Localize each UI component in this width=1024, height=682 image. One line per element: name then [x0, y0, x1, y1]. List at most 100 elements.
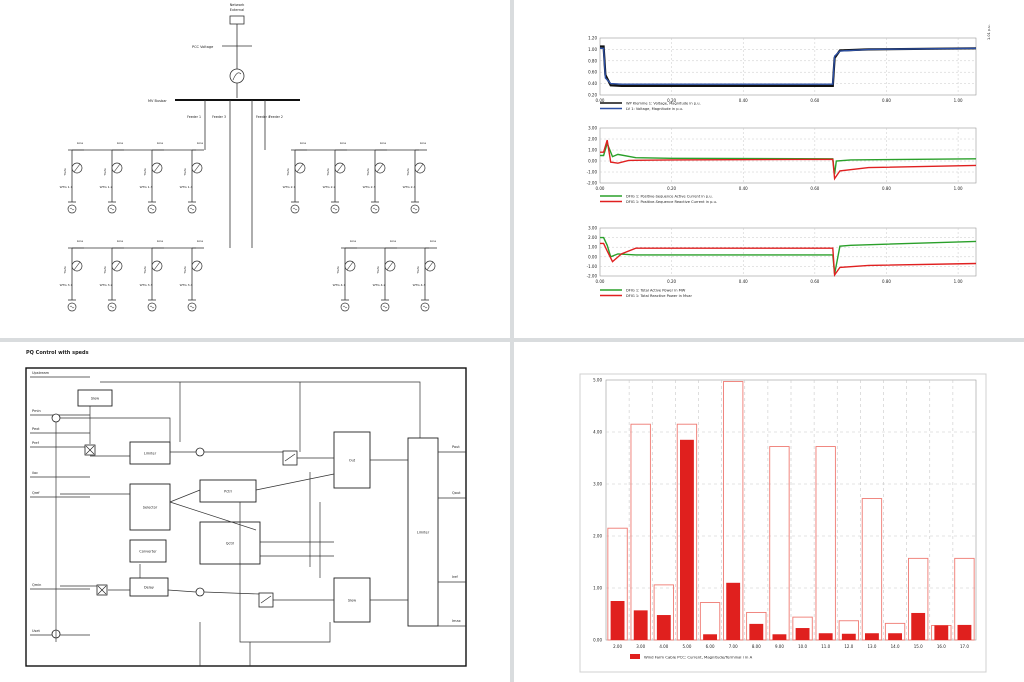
switch-block — [282, 450, 298, 466]
y-tick-label: 1.20 — [588, 36, 597, 41]
input-port-label: Pmin — [32, 409, 41, 413]
x-tick-label: 0.40 — [739, 279, 748, 284]
x-tick-label: 0.20 — [667, 98, 676, 103]
y-tick-label: 1.00 — [588, 245, 597, 250]
y-tick-label: -2.00 — [587, 181, 598, 186]
wtg-label: WTG 2.4 — [403, 185, 416, 189]
wtg-transformer-glyph — [346, 261, 354, 271]
line-label: Line — [197, 239, 203, 243]
control-block — [129, 539, 167, 563]
reactive-power-red-line — [600, 242, 977, 278]
y-tick-label: -2.00 — [587, 274, 598, 279]
wind-generator-glyph — [189, 305, 195, 309]
busbar-label: MV Busbar — [148, 99, 167, 103]
trafo-label: Trafo — [286, 168, 290, 177]
trafo-label: Trafo — [183, 168, 187, 177]
wind-generator-glyph — [149, 305, 155, 309]
current-bar — [680, 439, 694, 640]
wtg-transformer-glyph — [386, 261, 394, 271]
block-label: Slew — [348, 599, 356, 603]
y-tick-label: 4.00 — [593, 430, 602, 435]
switch-glyph — [260, 595, 272, 604]
x-tick-label: 0.60 — [810, 186, 819, 191]
x-tick-label: 0.40 — [739, 186, 748, 191]
y-tick-label: 0.00 — [588, 254, 597, 259]
active-current-green-line — [600, 141, 977, 175]
y-tick-label: 5.00 — [593, 378, 602, 383]
current-bar — [633, 610, 648, 640]
x-tick-label: 5.00 — [682, 644, 691, 649]
y-tick-label: 0.00 — [593, 638, 602, 643]
feeder-label: Feeder 4 — [256, 115, 270, 119]
y-tick-label: 3.00 — [588, 126, 597, 131]
trafo-label: Trafo — [416, 266, 420, 275]
x-tick-label: 0.40 — [739, 98, 748, 103]
pcc-label: PCC Voltage — [192, 45, 213, 49]
x-tick-label: 9.00 — [775, 644, 784, 649]
y-tick-label: 0.60 — [588, 70, 597, 75]
switch-glyph — [284, 453, 296, 462]
x-tick-label: 0.00 — [596, 186, 605, 191]
legend-label: DFIG 1: Positive-Sequence Reactive Curre… — [626, 200, 717, 204]
line-label: Line — [300, 141, 306, 145]
wtg-label: WTG 3.4 — [180, 283, 193, 287]
block-label: Slew — [91, 397, 99, 401]
wtg-transformer-glyph — [376, 163, 384, 173]
wtg-transformer-glyph — [73, 261, 81, 271]
voltage-blue-line — [600, 47, 977, 85]
current-bar — [795, 628, 810, 640]
wind-generator-glyph — [292, 207, 298, 211]
wtg-label: WTG 3.1 — [60, 283, 73, 287]
block-label: Limiter — [144, 452, 157, 456]
legend-label: DFIG 1: Total Reactive Power in Mvar — [626, 294, 692, 298]
switch-block — [258, 592, 274, 608]
current-bar — [726, 582, 741, 640]
feeder-label: Feeder 2 — [269, 115, 283, 119]
y-tick-label: 3.00 — [593, 482, 602, 487]
reactive-current-red-line — [600, 139, 977, 181]
wind-generator-glyph — [332, 207, 338, 211]
x-tick-label: 10.0 — [798, 644, 807, 649]
wtg-transformer-glyph — [73, 163, 81, 173]
signal-wire — [169, 489, 201, 503]
x-tick-label: 0.20 — [667, 186, 676, 191]
x-tick-label: 4.00 — [659, 644, 668, 649]
trafo-label: Trafo — [103, 168, 107, 177]
input-port-label: Uset — [32, 629, 41, 633]
feeder-label: Feeder 1 — [187, 115, 201, 119]
control-block-diagram: UpstreamPminPextPrefilocQrefQminUsetSlew… — [25, 367, 467, 667]
line-label: Line — [390, 239, 396, 243]
current-bar — [703, 634, 717, 640]
x-tick-label: 0.00 — [596, 98, 605, 103]
x-tick-label: 1.00 — [954, 279, 963, 284]
signal-wire — [239, 502, 331, 643]
x-tick-label: 1.00 — [954, 98, 963, 103]
active-power-green-line — [600, 236, 977, 275]
main-transformer-icon — [229, 68, 245, 84]
wtg-transformer-glyph — [416, 163, 424, 173]
control-frame — [25, 367, 467, 667]
input-port-label: Qref — [32, 491, 40, 495]
y-tick-label: 0.00 — [588, 159, 597, 164]
current-bar — [818, 633, 833, 640]
block-label: Converter — [139, 550, 157, 554]
wtg-transformer-glyph — [193, 261, 201, 271]
x-tick-label: 17.0 — [960, 644, 969, 649]
y-tick-label: 0.40 — [588, 81, 597, 86]
output-port-label: Iref — [452, 575, 459, 579]
wtg-label: WTG 4.1 — [333, 283, 346, 287]
x-tick-label: 13.0 — [867, 644, 876, 649]
y-tick-label: -1.00 — [587, 170, 598, 175]
current-bar — [772, 634, 787, 640]
input-port-label: Qmin — [32, 583, 41, 587]
block-label: Out — [349, 459, 356, 463]
y-tick-label: 1.00 — [588, 47, 597, 52]
external-grid-box — [229, 15, 245, 25]
x-tick-label: 1.00 — [954, 186, 963, 191]
wind-generator-glyph — [382, 305, 388, 309]
current-bar — [656, 615, 671, 640]
